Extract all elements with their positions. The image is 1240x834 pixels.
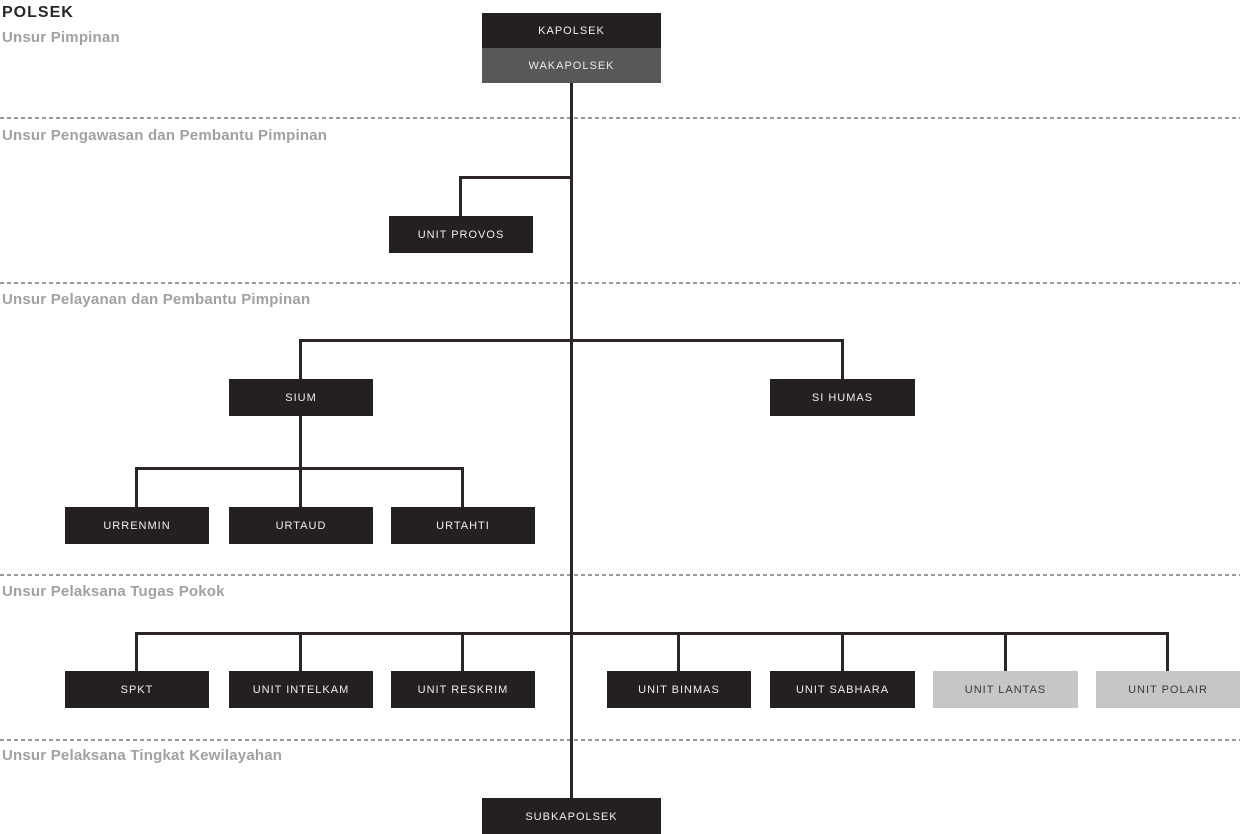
connector-provos-horizontal (459, 176, 573, 179)
node-urtaud: URTAUD (229, 507, 373, 544)
connector-urtahti-drop (461, 467, 464, 507)
node-spkt: SPKT (65, 671, 209, 708)
connector-urtaud-drop (299, 467, 302, 507)
connector-pelayanan-horizontal (299, 339, 844, 342)
connector-sihumas-drop (841, 339, 844, 379)
section-heading-pimpinan: Unsur Pimpinan (2, 29, 120, 46)
section-divider (0, 117, 1240, 119)
connector-urrenmin-drop (135, 467, 138, 507)
connector-provos-drop (459, 176, 462, 216)
node-unit-binmas: UNIT BINMAS (607, 671, 751, 708)
section-heading-pengawasan: Unsur Pengawasan dan Pembantu Pimpinan (2, 127, 328, 144)
node-unit-sabhara: UNIT SABHARA (770, 671, 915, 708)
connector-sabhara-drop (841, 632, 844, 671)
node-kapolsek: KAPOLSEK (482, 13, 661, 48)
section-divider (0, 282, 1240, 284)
node-unit-intelkam: UNIT INTELKAM (229, 671, 373, 708)
connector-spkt-drop (135, 632, 138, 671)
connector-intelkam-drop (299, 632, 302, 671)
section-divider (0, 739, 1240, 741)
node-subkapolsek: SUBKAPOLSEK (482, 798, 661, 834)
connector-sium-stem (299, 416, 302, 467)
node-sium: SIUM (229, 379, 373, 416)
node-si-humas: SI HUMAS (770, 379, 915, 416)
node-unit-lantas: UNIT LANTAS (933, 671, 1078, 708)
section-heading-kewilayahan: Unsur Pelaksana Tingkat Kewilayahan (2, 747, 283, 764)
section-heading-pelayanan: Unsur Pelayanan dan Pembantu Pimpinan (2, 291, 311, 308)
page-title: POLSEK (2, 4, 74, 21)
connector-lantas-drop (1004, 632, 1007, 671)
connector-sium-drop (299, 339, 302, 379)
connector-reskrim-drop (461, 632, 464, 671)
section-heading-pelaksana-pokok: Unsur Pelaksana Tugas Pokok (2, 583, 225, 600)
node-wakapolsek: WAKAPOLSEK (482, 48, 661, 83)
node-unit-provos: UNIT PROVOS (389, 216, 533, 253)
section-divider (0, 574, 1240, 576)
connector-polair-drop (1166, 632, 1169, 671)
connector-trunk (570, 83, 573, 798)
node-unit-polair: UNIT POLAIR (1096, 671, 1240, 708)
node-unit-reskrim: UNIT RESKRIM (391, 671, 535, 708)
connector-binmas-drop (677, 632, 680, 671)
node-urtahti: URTAHTI (391, 507, 535, 544)
node-urrenmin: URRENMIN (65, 507, 209, 544)
connector-pelaksana-horizontal (135, 632, 1169, 635)
